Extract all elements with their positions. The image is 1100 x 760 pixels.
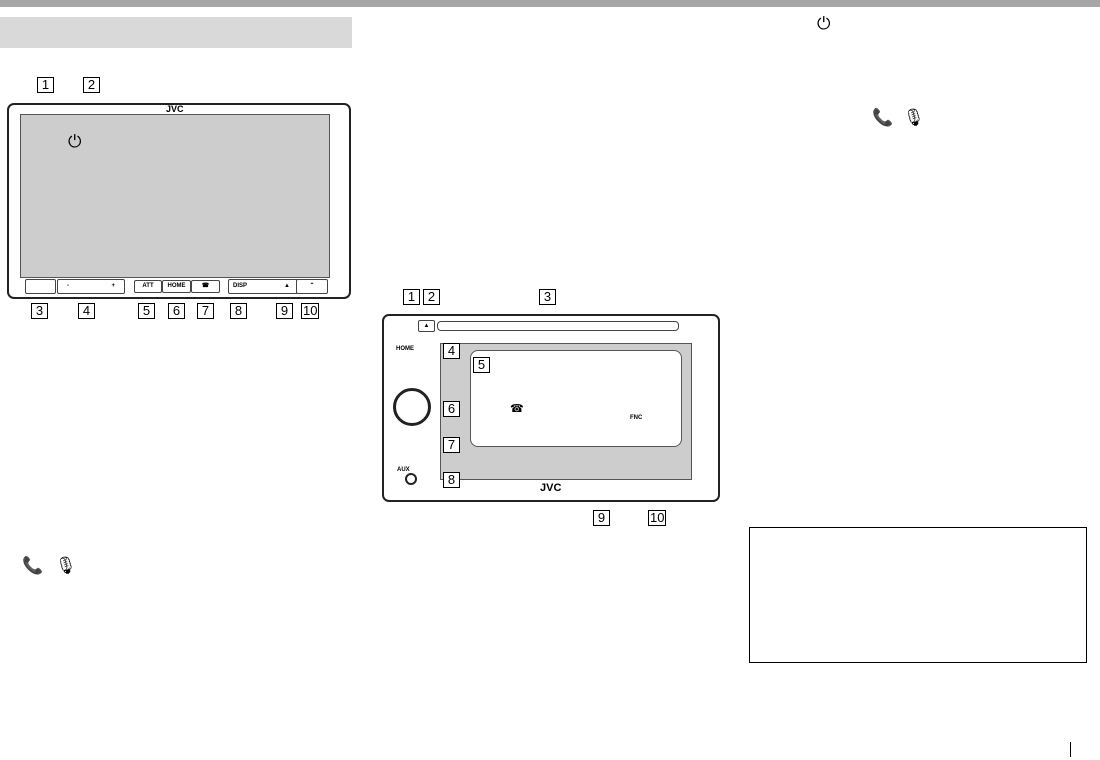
jvc-logo: JVC xyxy=(166,104,184,114)
disp-label: DISP xyxy=(233,283,248,289)
callout-10: 10 xyxy=(301,303,320,319)
callout-1: 1 xyxy=(403,289,420,305)
plus-label: + xyxy=(111,283,115,289)
aux-jack xyxy=(405,473,417,485)
callout-9: 9 xyxy=(593,510,610,526)
callout-3: 3 xyxy=(31,303,48,319)
home-button[interactable]: HOME xyxy=(162,280,191,293)
top-bar xyxy=(0,0,1100,7)
att-button[interactable]: ATT xyxy=(134,280,162,293)
power-icon: ⏻ xyxy=(817,14,831,33)
minus-label: - xyxy=(67,283,69,289)
microphone-icon: 🎙 xyxy=(55,556,77,575)
eject-icon: ▲ xyxy=(284,283,290,289)
callout-7: 7 xyxy=(197,303,214,319)
power-button[interactable] xyxy=(25,279,56,294)
jvc-logo: JVC xyxy=(540,482,562,494)
up-button[interactable]: ⌃ xyxy=(296,279,328,294)
callout-4: 4 xyxy=(78,303,95,319)
power-icon: ⏻ xyxy=(68,132,82,151)
disc-slot xyxy=(437,321,679,331)
phone-button[interactable]: ☎ xyxy=(191,280,220,293)
phone-icon: 📞 xyxy=(22,556,44,575)
eject-button[interactable]: ▲ xyxy=(418,320,435,332)
callout-5: 5 xyxy=(473,357,490,373)
callout-6: 6 xyxy=(443,401,460,417)
page-divider xyxy=(1070,742,1071,757)
popup-panel xyxy=(470,350,682,447)
section-header-bar xyxy=(0,17,352,48)
callout-9: 9 xyxy=(276,303,293,319)
note-box xyxy=(749,527,1087,663)
callout-4: 4 xyxy=(443,343,460,359)
callout-10: 10 xyxy=(648,510,667,526)
aux-label: AUX xyxy=(397,467,410,473)
volume-button[interactable]: -+ xyxy=(57,279,125,294)
touch-screen[interactable] xyxy=(20,114,330,278)
callout-8: 8 xyxy=(443,472,460,488)
disp-button[interactable]: DISP ▲ xyxy=(228,279,299,294)
callout-6: 6 xyxy=(168,303,185,319)
phone-icon: 📞 xyxy=(872,108,894,127)
callout-2: 2 xyxy=(423,289,440,305)
home-label: HOME xyxy=(396,346,414,352)
phone-icon[interactable]: ☎ xyxy=(510,403,524,415)
callout-7: 7 xyxy=(443,437,460,453)
callout-2: 2 xyxy=(83,77,100,93)
callout-5: 5 xyxy=(138,303,155,319)
callout-3: 3 xyxy=(539,289,556,305)
callout-8: 8 xyxy=(230,303,247,319)
volume-knob[interactable] xyxy=(393,388,431,426)
microphone-icon: 🎙 xyxy=(903,108,925,127)
fnc-label[interactable]: FNC xyxy=(630,415,643,421)
phone-icon: ☎ xyxy=(201,283,210,289)
callout-1: 1 xyxy=(37,77,54,93)
